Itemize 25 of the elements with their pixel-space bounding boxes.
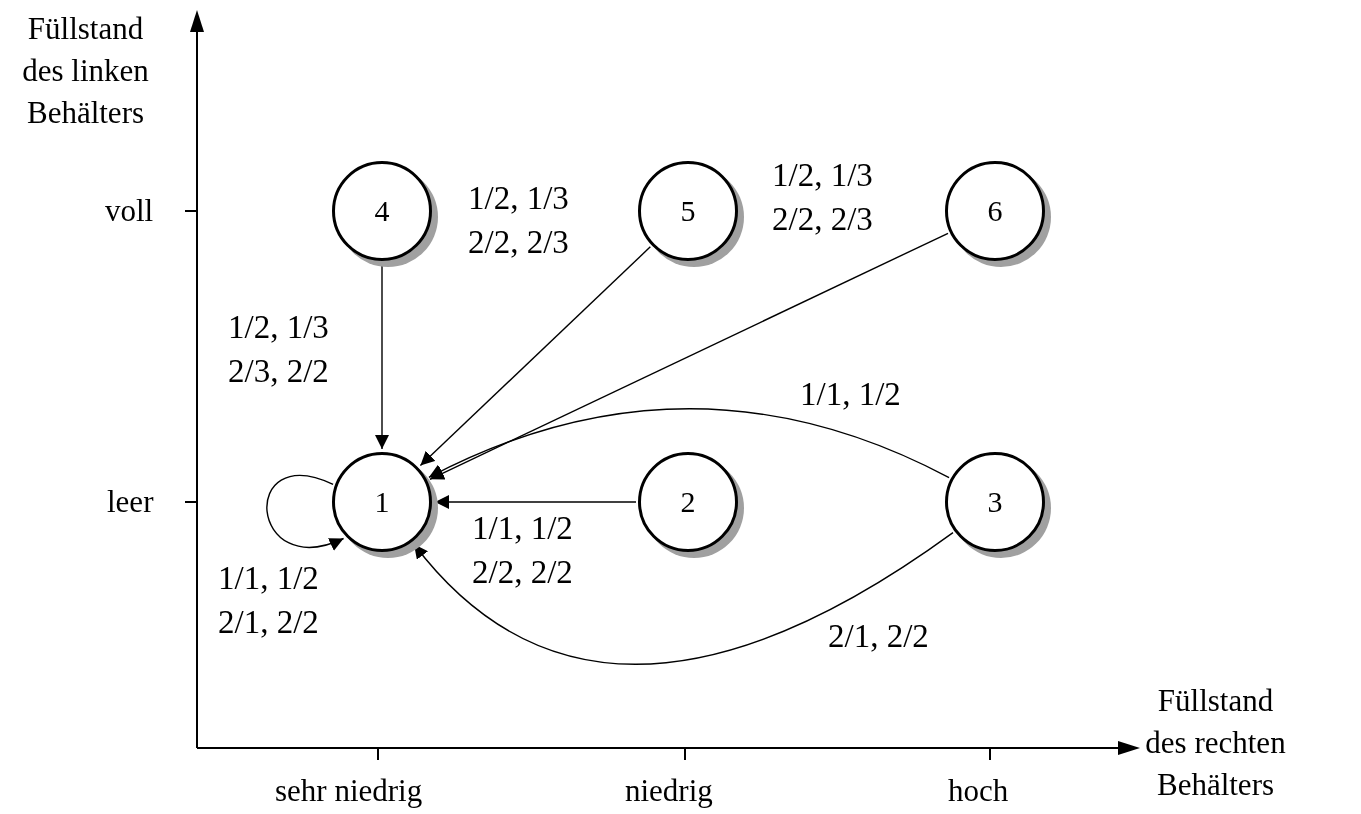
state-number: 4 — [374, 194, 390, 228]
axis-label: sehr niedrig — [275, 772, 423, 810]
edge-label: 1/2, 1/3 2/2, 2/3 — [772, 156, 874, 239]
state-number: 6 — [987, 194, 1003, 228]
edge-label: 1/1, 1/2 — [800, 375, 902, 414]
arrow — [413, 531, 954, 665]
state-number: 3 — [987, 485, 1003, 519]
axis-label: Füllstand des rechten Behälters — [1144, 682, 1287, 804]
edge-label: 1/2, 1/3 2/3, 2/2 — [228, 308, 330, 391]
arrow — [428, 408, 950, 479]
axis-label: leer — [107, 483, 154, 521]
axis-label: niedrig — [625, 772, 713, 810]
axis-label: hoch — [948, 772, 1009, 810]
edge-label: 2/1, 2/2 — [828, 617, 930, 656]
arrow — [266, 475, 345, 550]
arrow — [429, 232, 949, 480]
state-number: 1 — [374, 485, 390, 519]
state-number: 5 — [680, 194, 696, 228]
state-number: 2 — [680, 485, 696, 519]
edge-label: 1/2, 1/3 2/2, 2/3 — [468, 179, 570, 262]
axis-label: Füllstand des linken Behälters — [21, 10, 150, 132]
edge-label: 1/1, 1/2 2/2, 2/2 — [472, 509, 574, 592]
edge-label: 1/1, 1/2 2/1, 2/2 — [218, 559, 320, 642]
axis-label: voll — [105, 192, 154, 230]
arrow — [419, 246, 652, 467]
